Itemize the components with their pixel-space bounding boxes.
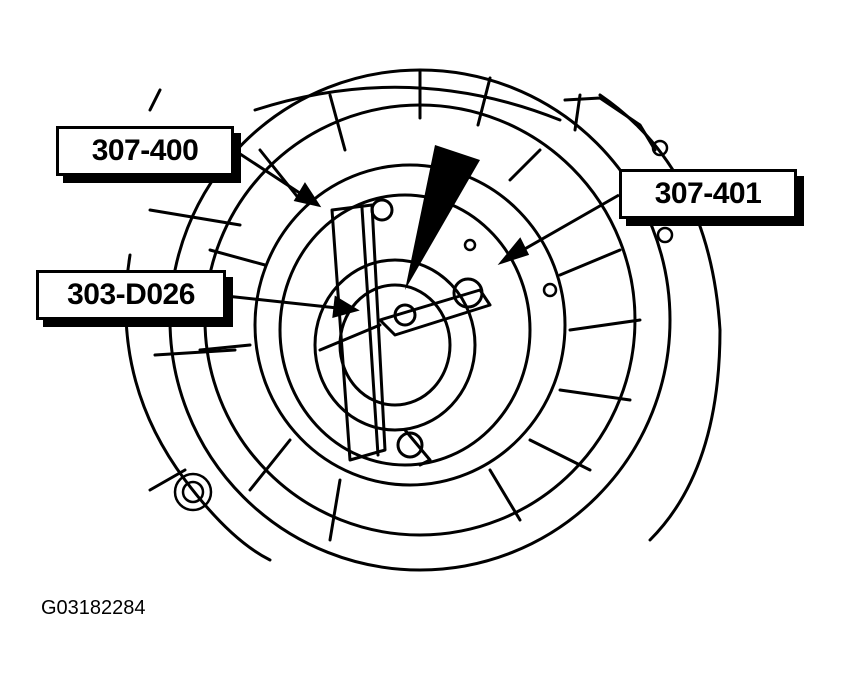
leader-lines [225, 148, 620, 319]
callout-307-400-label: 307-400 [91, 134, 199, 167]
compressor-arm [318, 277, 492, 352]
bolt-holes [173, 139, 674, 512]
callout-307-400: 307-400 [56, 126, 234, 176]
housing-ribs [148, 68, 642, 542]
callout-303-d026: 303-D026 [36, 270, 226, 320]
callout-307-401-label: 307-401 [654, 177, 762, 210]
figure-id: G03182284 [41, 597, 146, 619]
tool-bar [330, 198, 432, 467]
tool-wedge [405, 145, 480, 290]
callout-307-401: 307-401 [619, 169, 797, 219]
callout-303-d026-label: 303-D026 [67, 278, 195, 311]
housing-rings [168, 68, 672, 572]
